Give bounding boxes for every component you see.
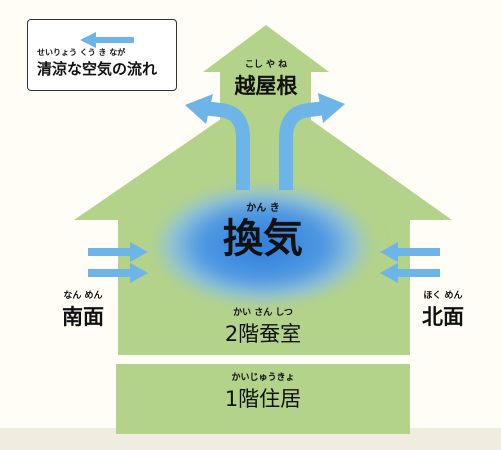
roof-ruby: こし や ね	[244, 60, 288, 70]
legend-ruby: せいりょう くう き なが	[37, 48, 126, 57]
north-label: ほく めん 北面	[408, 291, 478, 331]
south-text: 南面	[62, 305, 104, 329]
north-inflow-arrows	[380, 242, 440, 283]
south-inflow-arrows	[88, 242, 148, 283]
ventilation-text: 換気	[223, 216, 303, 262]
second-floor-label: かい さん しつ 2階蚕室	[195, 308, 331, 348]
south-ruby: なん めん	[63, 291, 103, 301]
first-floor-label: かいじゅうきょ 1階住居	[195, 373, 331, 413]
south-label: なん めん 南面	[48, 291, 118, 331]
first-floor-ruby: かいじゅうきょ	[231, 373, 295, 383]
arrow-head-left-up	[185, 94, 213, 124]
ventilation-glow	[147, 181, 379, 309]
roof-text: 越屋根	[234, 74, 298, 98]
ventilation-label: かん き 換気	[203, 204, 323, 264]
legend-arrow-icon	[80, 32, 134, 48]
first-floor-block	[116, 364, 410, 434]
legend-label: 清涼な空気の流れ	[37, 60, 158, 78]
first-floor-text: 1階住居	[224, 387, 302, 411]
legend: せいりょう くう き なが 清涼な空気の流れ	[27, 19, 177, 91]
rising-air-arrows	[202, 101, 327, 190]
north-ruby: ほく めん	[423, 291, 463, 301]
ventilation-ruby: かん き	[246, 203, 280, 214]
arrow-head-right-up	[318, 93, 345, 123]
second-floor-ruby: かい さん しつ	[233, 308, 293, 318]
north-text: 北面	[422, 305, 464, 329]
roof-label: こし や ね 越屋根	[213, 60, 319, 100]
second-floor-text: 2階蚕室	[224, 322, 302, 346]
